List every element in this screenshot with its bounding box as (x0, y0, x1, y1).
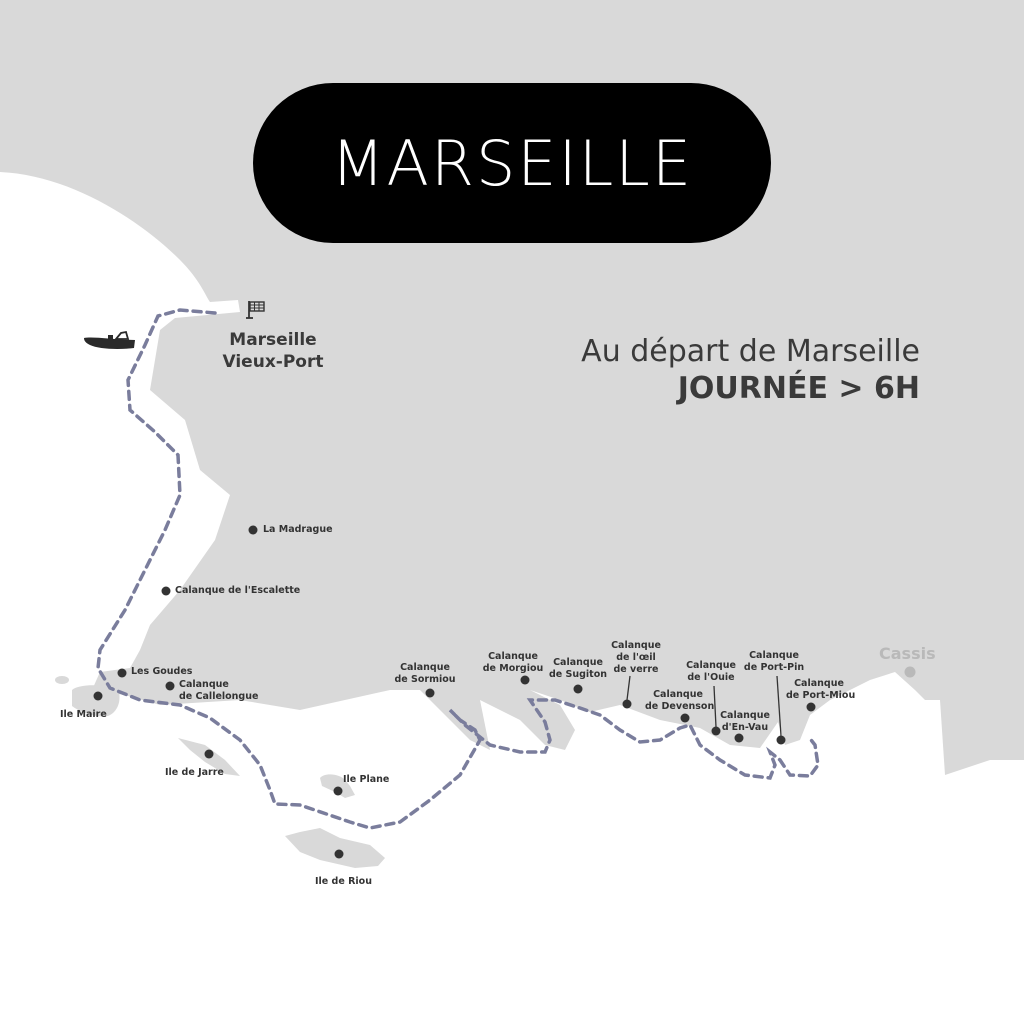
label-line: de l'œil (616, 652, 656, 663)
label-line: Calanque (686, 660, 736, 671)
label-line: Calanque (400, 662, 450, 673)
island-riou (285, 828, 385, 868)
label-line: Calanque (611, 640, 661, 651)
label-line: Calanque (653, 689, 703, 700)
label-line: de Sugiton (548, 669, 608, 680)
label-ile-riou: Ile de Riou (315, 876, 372, 887)
title-text: MARSEILLE (330, 126, 694, 200)
trip-subtitle: Au départ de Marseille (581, 334, 920, 369)
label-port-pin: Calanque de Port-Pin (743, 650, 805, 674)
label-line: Calanque (749, 650, 799, 661)
label-morgiou: Calanque de Morgiou (482, 651, 544, 675)
label-ouie: Calanque de l'Ouie (682, 660, 740, 684)
label-line: de Port-Miou (786, 690, 856, 701)
label-line: de Sormiou (394, 674, 456, 685)
label-line: Calanque (553, 657, 603, 668)
label-ile-jarre: Ile de Jarre (165, 767, 224, 778)
label-ile-maire: Ile Maire (60, 709, 107, 720)
label-line: de verre (613, 664, 659, 675)
islet (55, 676, 69, 684)
island-maire (72, 685, 120, 717)
label-line: de Callelongue (179, 691, 259, 702)
trip-duration: JOURNÉE > 6H (677, 371, 920, 406)
label-devenson: Calanque de Devenson (645, 689, 715, 713)
harbor-flag-icon (246, 301, 265, 319)
label-line: Calanque (720, 710, 770, 721)
island-plane (320, 774, 355, 798)
label-line: de Port-Pin (743, 662, 805, 673)
destination-label: Cassis (879, 644, 936, 663)
label-sugiton: Calanque de Sugiton (547, 657, 609, 681)
departure-line1: Marseille (229, 330, 317, 350)
label-line: de Devenson (645, 701, 715, 712)
location-dots (93, 525, 816, 859)
label-en-vau: Calanque d'En-Vau (716, 710, 774, 734)
cassis-dot (904, 666, 916, 678)
label-sormiou: Calanque de Sormiou (394, 662, 456, 686)
label-escalette: Calanque de l'Escalette (175, 585, 301, 596)
label-callelongue: Calanque de Callelongue (179, 679, 258, 703)
departure-line2: Vieux-Port (222, 352, 324, 372)
label-port-miou: Calanque de Port-Miou (786, 678, 856, 702)
label-line: Calanque (794, 678, 844, 689)
title-banner: MARSEILLE (253, 83, 771, 243)
sea-area (0, 172, 1024, 1024)
boat-route (96, 308, 820, 830)
label-ile-plane: Ile Plane (343, 774, 390, 785)
label-la-madrague: La Madrague (263, 524, 333, 535)
label-line: Calanque (179, 679, 229, 690)
label-line: Calanque (488, 651, 538, 662)
label-oeil-de-verre: Calanque de l'œil de verre (605, 640, 667, 676)
trip-info: Au départ de Marseille JOURNÉE > 6H (581, 334, 920, 406)
boat-icon (84, 330, 135, 349)
label-line: de l'Ouie (687, 672, 735, 683)
label-les-goudes: Les Goudes (131, 666, 193, 677)
label-line: d'En-Vau (721, 722, 769, 733)
label-line: de Morgiou (482, 663, 544, 674)
leader-lines (626, 675, 782, 737)
departure-label: Marseille Vieux-Port (213, 329, 333, 373)
